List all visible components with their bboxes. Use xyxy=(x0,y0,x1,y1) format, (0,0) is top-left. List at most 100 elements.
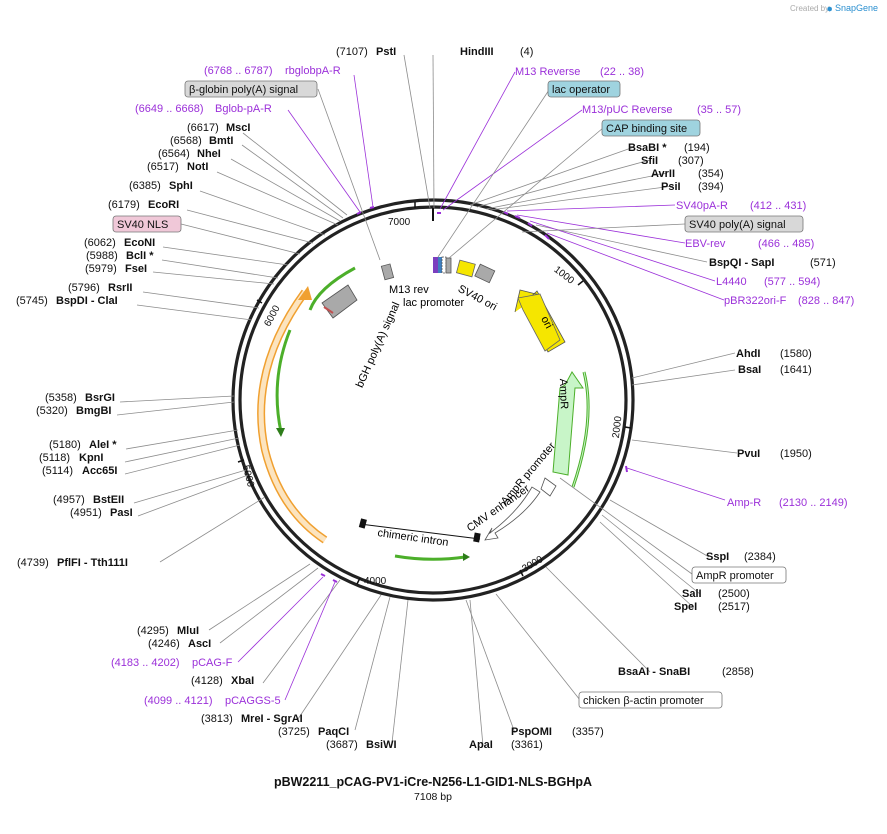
enzyme-name: AleI * xyxy=(89,439,117,451)
primer-range: (577 .. 594) xyxy=(764,276,820,288)
green-orf-arrowhead xyxy=(276,428,285,437)
ampr-orf-arc-inner xyxy=(572,371,589,488)
primer-name: pCAGGS-5 xyxy=(225,695,281,707)
enzyme-name: SpeI xyxy=(674,601,697,613)
enzyme-name: BclI * xyxy=(126,250,154,262)
enzyme-pos: (4295) xyxy=(137,625,169,637)
cap-site-label: CAP binding site xyxy=(606,123,687,135)
enzyme-pos: (2858) xyxy=(722,666,754,678)
enzyme-pos: (5320) xyxy=(36,405,68,417)
intron-end-mark xyxy=(473,532,481,543)
enzyme-name: PaqCI xyxy=(318,726,349,738)
chicken-actin-label: chicken β-actin promoter xyxy=(583,695,704,707)
bglobin-polya-box xyxy=(184,80,318,98)
enzyme-pos: (6568) xyxy=(170,135,202,147)
enzyme-pos: (3361) xyxy=(511,739,543,751)
enzyme-name: BsaI xyxy=(738,364,761,376)
tick-label-7000: 7000 xyxy=(388,217,411,228)
enzyme-name: HindIII xyxy=(460,46,494,58)
primer-name: Bglob-pA-R xyxy=(215,103,272,115)
feature-leader-lines xyxy=(180,88,693,701)
backbone-outer xyxy=(231,198,635,602)
lac-promoter-block xyxy=(441,256,447,274)
enzyme-name: PsiI xyxy=(661,181,681,193)
enzyme-name: BsaAI - SnaBI xyxy=(618,666,690,678)
enzyme-name: MscI xyxy=(226,122,250,134)
primer-marks xyxy=(320,206,628,583)
enzyme-pos: (6179) xyxy=(108,199,140,211)
primer-name: SV40pA-R xyxy=(676,200,728,212)
sv40-nls-label: SV40 NLS xyxy=(117,219,168,231)
enzyme-pos: (3725) xyxy=(278,726,310,738)
created-by-text: Created by xyxy=(790,4,829,13)
enzyme-pos: (4739) xyxy=(17,557,49,569)
enzyme-name: PasI xyxy=(110,507,133,519)
ori-label: ori xyxy=(538,314,554,330)
enzyme-pos: (194) xyxy=(684,142,710,154)
cap-site-box xyxy=(601,119,701,137)
enzyme-pos: (5979) xyxy=(85,263,117,275)
tick-6000 xyxy=(256,299,263,304)
enzyme-pos: (4) xyxy=(520,46,533,58)
sv40-nls-box xyxy=(112,215,182,233)
enzyme-pos: (3357) xyxy=(572,726,604,738)
ampr-promoter-box xyxy=(691,566,787,584)
enzyme-name: AhdI xyxy=(736,348,760,360)
primer-range: (6649 .. 6668) xyxy=(135,103,204,115)
enzyme-name: PspOMI xyxy=(511,726,552,738)
enzyme-name: EcoRI xyxy=(148,199,179,211)
primer-range: (466 .. 485) xyxy=(758,238,814,250)
ampr-label: AmpR xyxy=(557,378,570,409)
enzyme-pos: (2500) xyxy=(718,588,750,600)
enzyme-pos: (5988) xyxy=(86,250,118,262)
intron-start-mark xyxy=(358,518,367,529)
bglobin-polya-label: β-globin poly(A) signal xyxy=(189,84,298,96)
primer-name: pBR322ori-F xyxy=(724,295,787,307)
primer-name: pCAG-F xyxy=(192,657,233,669)
primer-name: M13/pUC Reverse xyxy=(582,104,672,116)
lac-operator-box xyxy=(547,80,621,98)
enzyme-name: BspQI - SapI xyxy=(709,257,774,269)
enzyme-pos: (5745) xyxy=(16,295,48,307)
enzyme-pos: (6617) xyxy=(187,122,219,134)
enzyme-name: NheI xyxy=(197,148,221,160)
enzyme-pos: (5118) xyxy=(39,452,70,464)
primer-name: L4440 xyxy=(716,276,747,288)
ampr-promoter-feature xyxy=(540,477,557,497)
enzyme-pos: (4957) xyxy=(53,494,85,506)
enzyme-pos: (5358) xyxy=(45,392,77,404)
lac-promoter-label: lac promoter xyxy=(403,297,464,309)
orange-orf-arc-inner xyxy=(258,290,327,543)
enzyme-name: NotI xyxy=(187,161,208,173)
boxed-feature-labels: β-globin poly(A) signal lac operator CAP… xyxy=(112,80,804,709)
primer-range: (6768 .. 6787) xyxy=(204,65,273,77)
sv40-polya-label: SV40 poly(A) signal xyxy=(689,219,786,231)
enzyme-name: BmgBI xyxy=(76,405,111,417)
primer-range: (4099 .. 4121) xyxy=(144,695,213,707)
enzyme-leader-lines xyxy=(116,54,738,747)
enzyme-name: BsaBI * xyxy=(628,142,667,154)
enzyme-pos: (6385) xyxy=(129,180,161,192)
snapgene-logo-icon: ⬢ xyxy=(827,6,832,13)
enzyme-pos: (6564) xyxy=(158,148,190,160)
enzyme-pos: (6517) xyxy=(147,161,179,173)
enzyme-name: PstI xyxy=(376,46,396,58)
enzyme-pos: (354) xyxy=(698,168,724,180)
ori-arrow xyxy=(517,293,561,352)
enzyme-pos: (4246) xyxy=(148,638,180,650)
primer-range: (828 .. 847) xyxy=(798,295,854,307)
enzyme-pos: (5180) xyxy=(49,439,81,451)
primer-range: (35 .. 57) xyxy=(697,104,741,116)
tick-3000 xyxy=(519,569,524,577)
tick-label-4000: 4000 xyxy=(364,576,387,587)
intron-orf-arrowhead xyxy=(463,553,470,561)
primer-name: Amp-R xyxy=(727,497,761,509)
primer-range: (4183 .. 4202) xyxy=(111,657,180,669)
primer-labels: (6768 .. 6787) rbglobpA-R (6649 .. 6668)… xyxy=(111,65,854,707)
tick-label-5000: 5000 xyxy=(240,464,256,489)
bgh-polya-feature xyxy=(321,284,358,319)
enzyme-pos: (4951) xyxy=(70,507,102,519)
enzyme-name: EcoNI xyxy=(124,237,155,249)
enzyme-pos: (5796) xyxy=(68,282,100,294)
